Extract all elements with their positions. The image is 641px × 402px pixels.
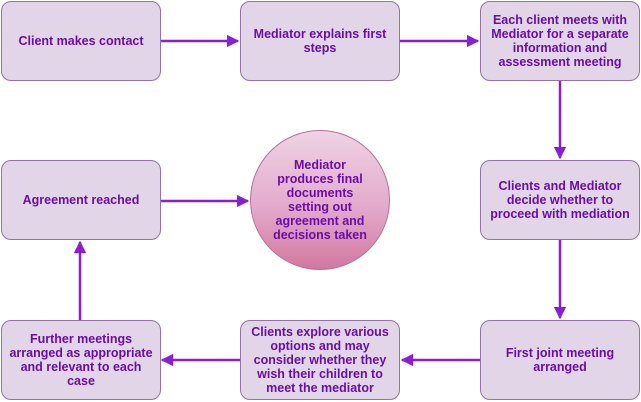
node-label: Further meetings arranged as appropriate… [9, 332, 153, 388]
node-client-contact: Client makes contact [1, 1, 161, 81]
node-separate-meeting: Each client meets with Mediator for a se… [480, 1, 640, 81]
node-label: Mediator produces final documents settin… [273, 158, 367, 242]
node-label: Clients and Mediator decide whether to p… [490, 179, 630, 221]
node-label: Each client meets with Mediator for a se… [491, 13, 629, 69]
node-final-documents: Mediator produces final documents settin… [250, 130, 390, 270]
node-agreement-reached: Agreement reached [1, 160, 161, 240]
node-label: Clients explore various options and may … [251, 325, 389, 395]
node-explore-options: Clients explore various options and may … [240, 320, 400, 400]
node-decide-proceed: Clients and Mediator decide whether to p… [480, 160, 640, 240]
node-label: Agreement reached [22, 193, 140, 207]
node-label: Client makes contact [18, 34, 144, 48]
node-mediator-explains: Mediator explains first steps [240, 1, 400, 81]
node-first-joint-meeting: First joint meeting arranged [480, 320, 640, 400]
node-further-meetings: Further meetings arranged as appropriate… [1, 320, 161, 400]
node-label: Mediator explains first steps [253, 27, 387, 55]
node-label: First joint meeting arranged [505, 346, 615, 374]
